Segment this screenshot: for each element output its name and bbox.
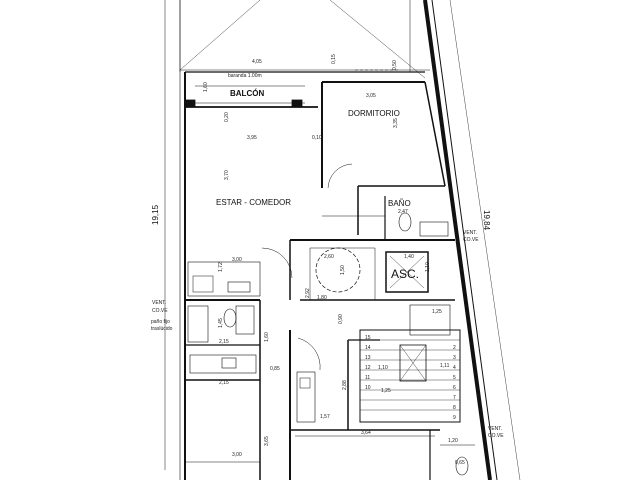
estar-comedor-label: ESTAR - COMEDOR xyxy=(216,198,291,207)
cove-left-label: CO.VE xyxy=(152,308,168,314)
dim-111: 1,11 xyxy=(440,363,450,369)
step-8: 8 xyxy=(453,405,456,411)
step-7: 7 xyxy=(453,395,456,401)
dim-140: 1,40 xyxy=(404,254,414,260)
step-5: 5 xyxy=(453,375,456,381)
dim-300a: 3,00 xyxy=(232,257,242,263)
dim-overall-left: 19,15 xyxy=(151,204,160,225)
dim-top-small: 0,15 xyxy=(331,54,337,64)
step-12: 12 xyxy=(365,365,371,371)
vent-right-2-label: VENT. xyxy=(488,426,502,432)
traslucido-label: traslúcido xyxy=(151,326,173,332)
dim-dorm-335: 3,35 xyxy=(393,118,399,128)
bano-label: BAÑO xyxy=(388,199,411,208)
dim-top-width: 4,05 xyxy=(252,59,262,65)
step-15: 15 xyxy=(365,335,371,341)
step-11: 11 xyxy=(365,375,370,381)
vent-left-label: VENT. xyxy=(152,300,166,306)
step-9: 9 xyxy=(453,415,456,421)
dim-288: 2,88 xyxy=(342,380,348,390)
dim-180: 1,80 xyxy=(317,295,327,301)
dim-110b: 1,10 xyxy=(378,365,388,371)
dim-215a: 2,15 xyxy=(219,339,229,345)
dim-estar-370: 3,70 xyxy=(224,170,230,180)
dim-292: 2,92 xyxy=(305,288,311,298)
dim-172: 1,72 xyxy=(218,262,224,272)
pano-fijo-label: paño fijo xyxy=(151,319,170,325)
dim-145: 1,45 xyxy=(218,318,224,328)
step-3: 3 xyxy=(453,355,456,361)
dim-260: 2,60 xyxy=(324,254,334,260)
baranda-label: baranda 1.00m xyxy=(228,73,262,79)
dormitorio-label: DORMITORIO xyxy=(348,109,400,118)
dim-160b: 1,60 xyxy=(264,332,270,342)
dim-110: 1,10 xyxy=(425,262,431,272)
cove-right-1-label: CO.VE xyxy=(463,237,479,243)
dim-300b: 3,00 xyxy=(232,452,242,458)
vent-right-1-label: VENT. xyxy=(463,230,477,236)
dim-085: 0,85 xyxy=(270,366,280,372)
dim-010: 0,10 xyxy=(312,135,322,141)
dim-125a: 1,25 xyxy=(432,309,442,315)
dim-overall-right: 19,84 xyxy=(482,210,491,231)
dim-065: 0,65 xyxy=(455,460,465,466)
dim-150: 1,50 xyxy=(340,265,346,275)
dim-estar-395: 3,95 xyxy=(247,135,257,141)
step-6: 6 xyxy=(453,385,456,391)
dim-balcony-160: 1,60 xyxy=(203,82,209,92)
cove-right-2-label: CO.VE xyxy=(488,433,504,439)
dim-157: 1,57 xyxy=(320,414,330,420)
room-labels: baranda 1.00m BALCÓN DORMITORIO ESTAR - … xyxy=(151,73,504,439)
step-13: 13 xyxy=(365,355,371,361)
step-2: 2 xyxy=(453,345,456,351)
dim-125b: 1,25 xyxy=(381,388,391,394)
dim-020: 0,20 xyxy=(224,112,230,122)
ascensor-label: ASC. xyxy=(391,267,419,281)
balcon-label: BALCÓN xyxy=(230,89,264,98)
step-4: 4 xyxy=(453,365,456,371)
dim-top-050: 0,50 xyxy=(392,60,398,70)
dim-364: 3,64 xyxy=(361,430,371,436)
dim-120: 1,20 xyxy=(448,438,458,444)
dim-215b: 2,15 xyxy=(219,380,229,386)
dim-dorm-305: 3,05 xyxy=(366,93,376,99)
plan-lines xyxy=(164,0,521,480)
step-14: 14 xyxy=(365,345,371,351)
dim-090: 0,90 xyxy=(338,314,344,324)
dim-365: 3,65 xyxy=(264,436,270,446)
dimension-labels: 4,05 0,15 0,50 1,60 3,05 0,20 3,95 0,10 … xyxy=(151,54,491,466)
dim-bano-247: 2,47 xyxy=(398,209,408,215)
step-10: 10 xyxy=(365,385,371,391)
